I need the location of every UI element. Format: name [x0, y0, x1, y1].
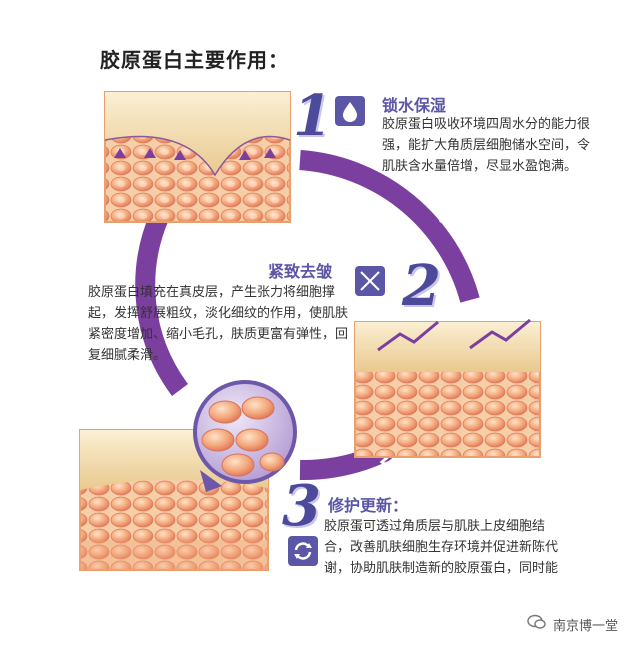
text-firming: 胶原蛋白填充在真皮层，产生张力将细胞撑起，发挥舒展粗纹，淡化细纹的作用，使肌肤紧…	[88, 285, 349, 363]
magnified-cells	[193, 380, 297, 492]
panel-smooth-skin	[354, 318, 541, 458]
step-number-2: 2	[402, 253, 441, 319]
refresh-cycle-icon	[288, 536, 318, 566]
panel-wrinkled-skin	[104, 91, 291, 223]
text-moisturize: 胶原蛋白吸收环境四周水分的能力很强，能扩大角质层细胞储水空间，令肌肤含水量倍增，…	[382, 117, 591, 174]
heading-repair: 修护更新：	[328, 496, 409, 515]
water-drop-icon	[335, 96, 365, 126]
page-title: 胶原蛋白主要作用：	[100, 48, 289, 72]
heading-firming: 紧致去皱	[268, 262, 333, 281]
expand-arrows-icon	[355, 266, 385, 296]
heading-moisturize: 锁水保湿	[382, 96, 447, 115]
wechat-icon	[527, 614, 547, 634]
watermark: 南京博一堂	[527, 614, 618, 634]
text-repair-part1: 胶原蛋可透过角质层与肌肤上皮细胞结合，改善肌肤细胞生存环境并促进新陈代谢，协助肌…	[324, 519, 559, 576]
text-repair-part2: 胶原蛋可透过角质层与肌肤上皮细胞结合，改善肌肤细胞生存环境并促进新陈代谢，协助肌…	[88, 579, 564, 621]
step-number-1: 1	[293, 83, 332, 149]
step-number-3: 3	[282, 473, 321, 539]
watermark-text: 南京博一堂	[552, 618, 618, 634]
